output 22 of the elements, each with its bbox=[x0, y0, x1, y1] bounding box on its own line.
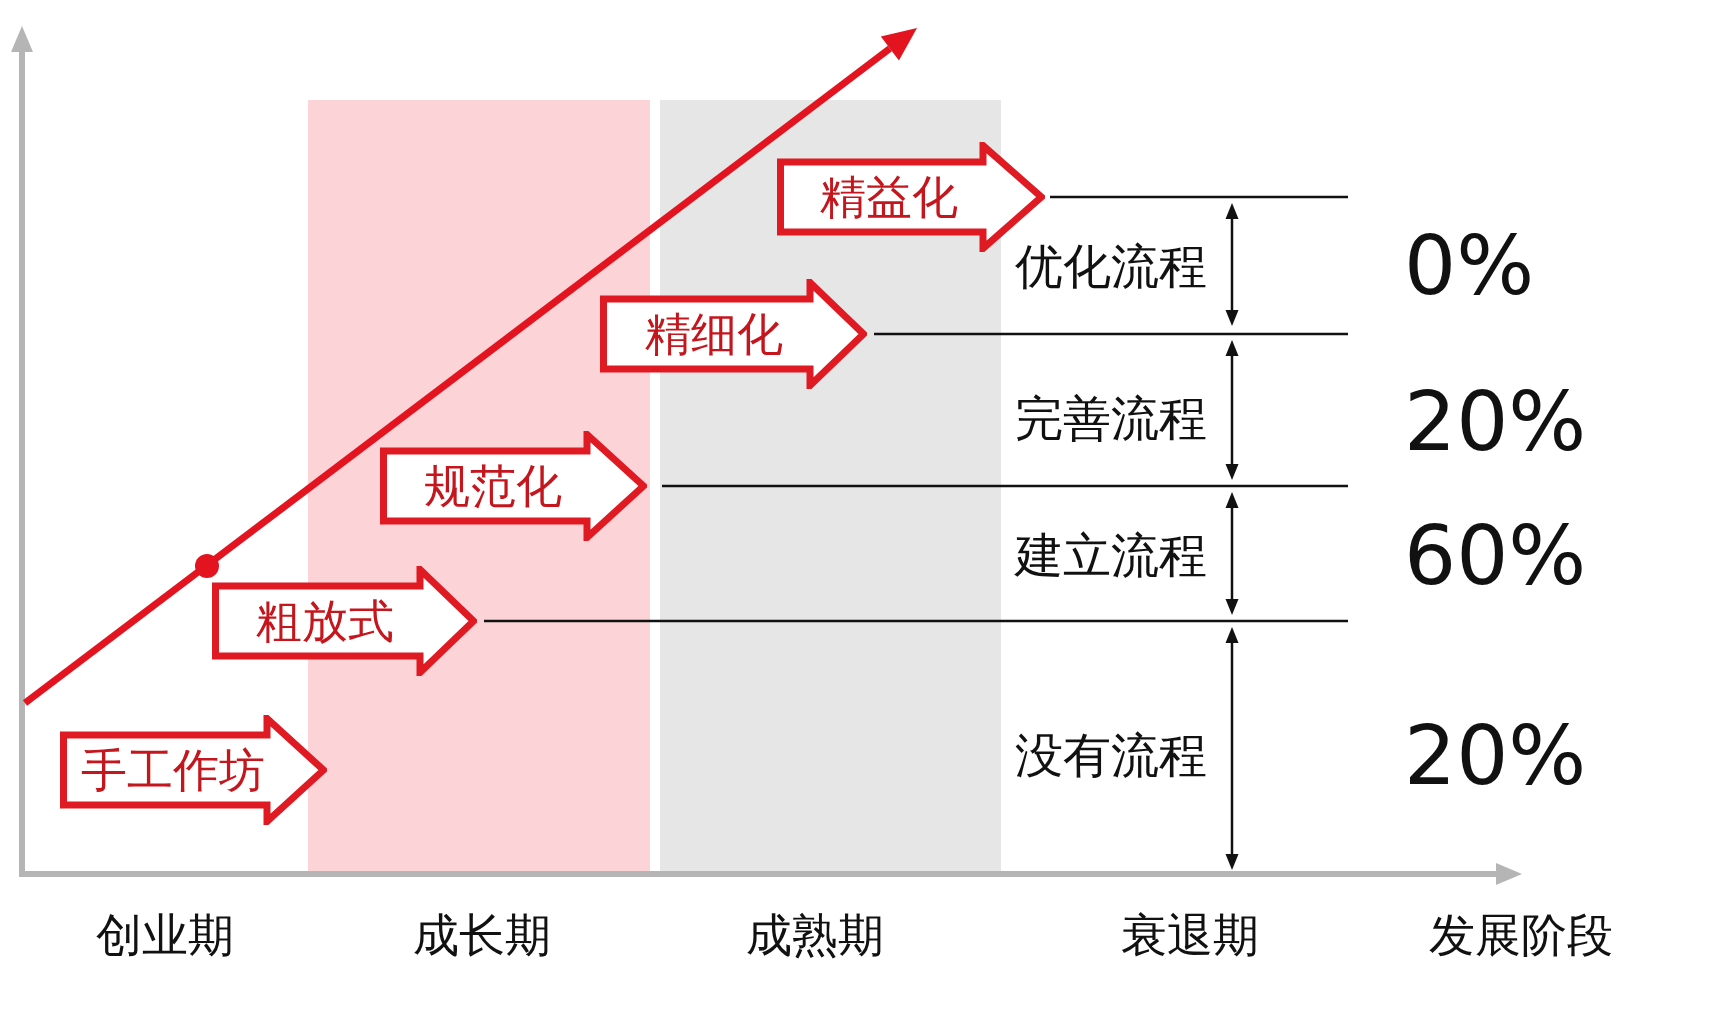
stage-label: 成熟期 bbox=[746, 908, 884, 962]
level-label: 建立流程 bbox=[1015, 528, 1207, 584]
pointed-box bbox=[212, 566, 477, 676]
level-label: 优化流程 bbox=[1015, 239, 1207, 295]
pointed-box bbox=[380, 431, 647, 541]
level-label: 没有流程 bbox=[1015, 728, 1207, 784]
percentage-value: 20% bbox=[1404, 374, 1587, 470]
node-label: 粗放式 bbox=[255, 595, 394, 647]
node-label: 手工作坊 bbox=[80, 744, 265, 796]
stage-label: 创业期 bbox=[96, 908, 234, 962]
percentage-value: 0% bbox=[1404, 218, 1535, 314]
pointed-box bbox=[600, 279, 867, 389]
stage-label: 衰退期 bbox=[1121, 908, 1259, 962]
node-label: 精细化 bbox=[644, 308, 783, 360]
node-label: 精益化 bbox=[820, 171, 959, 223]
percentage-value: 20% bbox=[1404, 708, 1587, 804]
level-label: 完善流程 bbox=[1015, 391, 1207, 447]
pointed-box bbox=[60, 715, 327, 825]
percentage-value: 60% bbox=[1404, 508, 1587, 604]
axis-title: 发展阶段 bbox=[1429, 908, 1613, 962]
stage-label: 成长期 bbox=[413, 908, 551, 962]
node-label: 规范化 bbox=[423, 460, 562, 512]
